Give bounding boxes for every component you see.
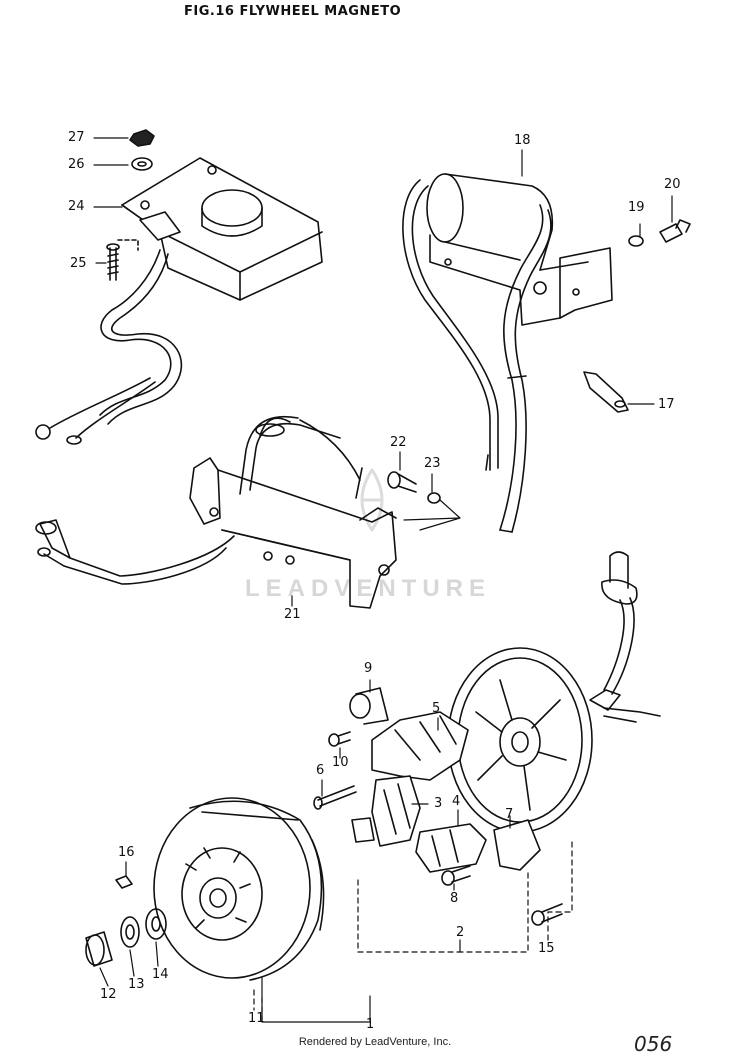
callout-23: 23 [424, 456, 441, 471]
screw-6 [313, 785, 357, 810]
callout-14: 14 [152, 967, 169, 982]
watermark-text: LEADVENTURE [245, 575, 491, 602]
callout-9: 9 [364, 661, 373, 676]
callout-18: 18 [514, 133, 531, 148]
callout-20: 20 [664, 177, 681, 192]
page-number: 056 [634, 1032, 673, 1056]
callout-7: 7 [505, 807, 514, 822]
callout-15: 15 [538, 941, 555, 956]
leader-lines [93, 137, 673, 1023]
callout-1: 1 [366, 1017, 375, 1032]
callout-19: 19 [628, 200, 645, 215]
nut-27 [129, 129, 155, 147]
callout-12: 12 [100, 987, 117, 1002]
callout-2: 2 [456, 925, 465, 940]
callout-10: 10 [332, 755, 349, 770]
callout-11: 11 [248, 1011, 265, 1026]
key-16 [115, 875, 133, 889]
nut-12 [85, 931, 113, 967]
screw-25 [106, 239, 139, 281]
callout-26: 26 [68, 157, 85, 172]
washer-13 [120, 916, 140, 948]
callout-17: 17 [658, 397, 675, 412]
flywheel-rotor-1 [153, 797, 325, 981]
washer-23 [427, 492, 441, 504]
callout-21: 21 [284, 607, 301, 622]
screw-8 [441, 865, 471, 886]
bolt-20 [659, 219, 691, 243]
screw-15 [531, 903, 563, 926]
washer-19 [628, 235, 644, 247]
cdi-unit-21 [35, 416, 397, 609]
washer-26 [131, 157, 153, 171]
callout-24: 24 [68, 199, 85, 214]
rectifier-box-24 [35, 157, 323, 445]
callout-13: 13 [128, 977, 145, 992]
stator-assembly-2 [349, 551, 661, 873]
callout-22: 22 [390, 435, 407, 450]
callout-25: 25 [70, 256, 87, 271]
callout-8: 8 [450, 891, 459, 906]
callout-5: 5 [432, 701, 441, 716]
screw-10 [328, 731, 351, 747]
callout-4: 4 [452, 794, 461, 809]
callout-6: 6 [316, 763, 325, 778]
callout-16: 16 [118, 845, 135, 860]
ignition-coil-18 [402, 173, 613, 533]
screw-22 [387, 471, 417, 493]
figure-title: FIG.16 FLYWHEEL MAGNETO [184, 4, 402, 19]
watermark-logo [360, 468, 384, 532]
callout-3: 3 [434, 796, 443, 811]
callout-27: 27 [68, 130, 85, 145]
footer-credit: Rendered by LeadVenture, Inc. [298, 1036, 452, 1048]
clamp-17 [583, 371, 629, 413]
washer-14 [145, 908, 167, 940]
